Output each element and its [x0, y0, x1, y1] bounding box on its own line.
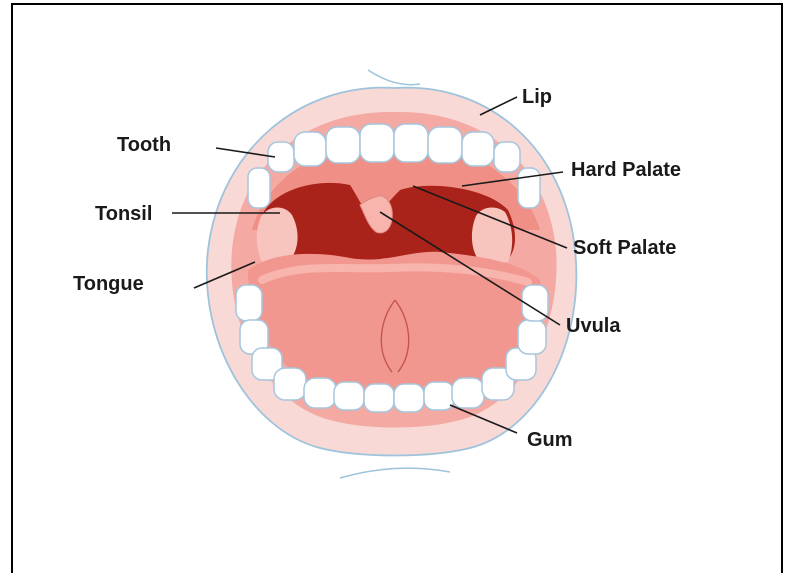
label-soft-palate: Soft Palate — [573, 237, 676, 259]
label-lip: Lip — [522, 86, 552, 108]
upper-skin-crease — [368, 70, 420, 85]
lower-skin-crease — [340, 468, 450, 478]
label-tongue: Tongue — [73, 273, 144, 295]
left-tonsil — [257, 208, 298, 263]
right-tonsil — [472, 207, 512, 262]
lip-leader — [480, 97, 517, 115]
label-tooth: Tooth — [117, 134, 171, 156]
label-gum: Gum — [527, 429, 573, 451]
label-tonsil: Tonsil — [95, 203, 152, 225]
label-hard-palate: Hard Palate — [571, 159, 681, 181]
label-uvula: Uvula — [566, 315, 621, 337]
